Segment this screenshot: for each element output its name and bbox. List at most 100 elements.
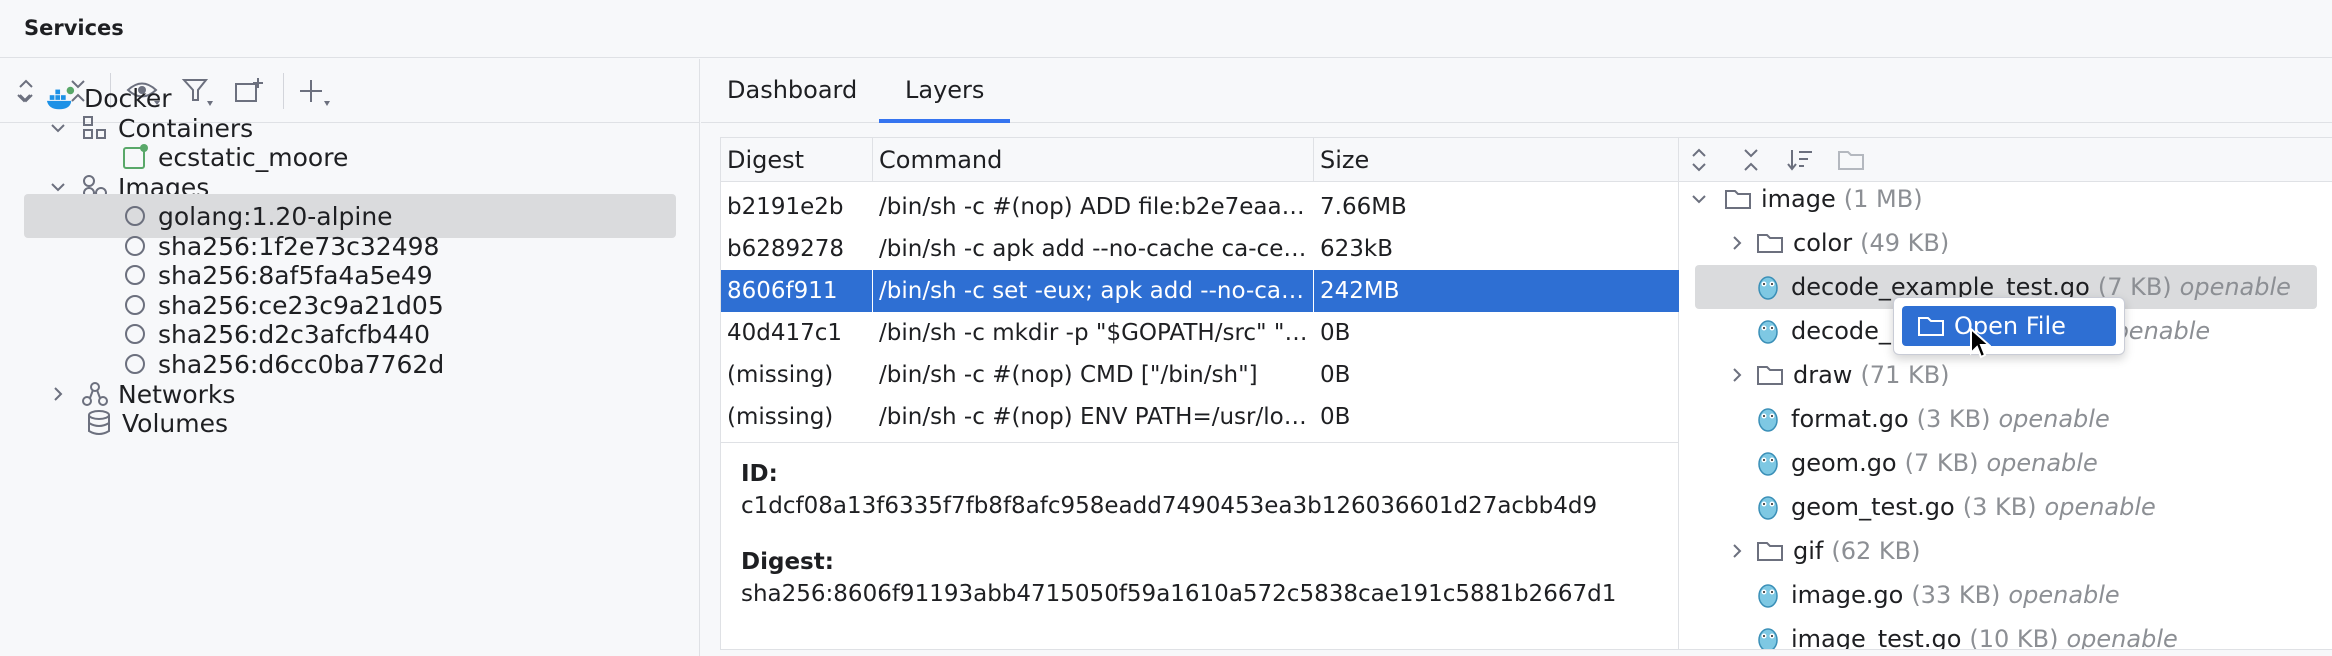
new-group-icon[interactable] xyxy=(229,71,269,111)
chevron-down-icon[interactable] xyxy=(1689,189,1709,209)
tree-label: Volumes xyxy=(122,408,229,438)
cell-size: 623kB xyxy=(1320,236,1393,262)
expand-all-icon[interactable] xyxy=(1679,140,1719,180)
file-item-gif[interactable]: gif (62 KB) xyxy=(1679,529,2332,573)
image-icon xyxy=(120,260,150,290)
file-name: geom_test.go xyxy=(1791,493,1955,521)
folder-icon xyxy=(1755,360,1785,390)
file-openable: openable xyxy=(2179,273,2291,301)
file-openable: openable xyxy=(2066,625,2178,650)
file-item-selected[interactable]: decode_example_test.go (7 KB) openable xyxy=(1695,265,2317,309)
open-file-menu-item[interactable]: Open File xyxy=(1902,306,2116,346)
cell-size: 0B xyxy=(1320,362,1351,388)
tree-item-docker[interactable]: Docker xyxy=(0,76,700,120)
cell-digest: b2191e2b xyxy=(727,194,844,220)
layer-details: ID: c1dcf08a13f6335f7fb8f8afc958eadd7490… xyxy=(721,442,1678,649)
table-row[interactable]: b6289278 /bin/sh -c apk add --no-cache c… xyxy=(721,228,1678,270)
cell-command: /bin/sh -c set -eux; apk add --no-cache … xyxy=(873,270,1314,312)
file-name: gif xyxy=(1793,537,1824,565)
image-icon xyxy=(120,231,150,261)
file-size: (49 KB) xyxy=(1860,229,1950,257)
folder-icon xyxy=(1916,311,1946,341)
file-openable: openable xyxy=(1998,405,2110,433)
file-item-color[interactable]: color (49 KB) xyxy=(1679,221,2332,265)
chevron-right-icon[interactable] xyxy=(48,384,68,404)
chevron-right-icon[interactable] xyxy=(1727,233,1747,253)
filter-icon[interactable] xyxy=(177,71,217,111)
file-item[interactable]: geom.go (7 KB) openable xyxy=(1679,441,2332,485)
chevron-down-icon[interactable] xyxy=(48,177,68,197)
tree-item-image[interactable]: sha256:1f2e73c32498 xyxy=(0,224,700,268)
file-size: (7 KB) xyxy=(2097,273,2172,301)
file-name: format.go xyxy=(1791,405,1909,433)
chevron-down-icon[interactable] xyxy=(48,118,68,138)
sort-icon[interactable] xyxy=(1781,140,1821,180)
cell-digest: (missing) xyxy=(727,404,834,430)
file-item[interactable]: image_test.go (10 KB) openable xyxy=(1679,617,2332,650)
docker-icon xyxy=(46,83,76,113)
column-header-size[interactable]: Size xyxy=(1320,146,1370,174)
collapse-all-icon[interactable] xyxy=(58,71,98,111)
column-header-digest[interactable]: Digest xyxy=(721,138,873,182)
file-item-draw[interactable]: draw (71 KB) xyxy=(1679,353,2332,397)
expand-all-icon[interactable] xyxy=(6,71,46,111)
layers-table: Digest Command Size b2191e2b /bin/sh -c … xyxy=(720,137,1679,650)
tab-dashboard[interactable]: Dashboard xyxy=(727,76,858,104)
chevron-right-icon[interactable] xyxy=(1727,365,1747,385)
file-item[interactable]: image.go (33 KB) openable xyxy=(1679,573,2332,617)
file-item[interactable]: format.go (3 KB) openable xyxy=(1679,397,2332,441)
add-service-icon[interactable] xyxy=(294,71,334,111)
file-name: image_test.go xyxy=(1791,625,1962,650)
file-item-image[interactable]: image (1 MB) xyxy=(1679,177,2332,221)
folder-icon xyxy=(1755,536,1785,566)
tree-item-container[interactable]: ecstatic_moore xyxy=(0,135,700,179)
table-row[interactable]: b2191e2b /bin/sh -c #(nop) ADD file:b2e7… xyxy=(721,186,1678,228)
digest-label: Digest: xyxy=(741,549,834,575)
tree-label: sha256:d6cc0ba7762d xyxy=(158,349,445,379)
tree-item-networks[interactable]: Networks xyxy=(0,372,700,416)
file-name: geom.go xyxy=(1791,449,1897,477)
folder-icon xyxy=(1755,228,1785,258)
image-icon xyxy=(120,290,150,320)
chevron-right-icon[interactable] xyxy=(1727,541,1747,561)
eye-icon[interactable] xyxy=(123,71,163,111)
table-row[interactable]: (missing) /bin/sh -c #(nop) ENV PATH=/us… xyxy=(721,396,1678,438)
column-header-command[interactable]: Command xyxy=(873,138,1314,182)
tree-item-image[interactable]: sha256:8af5fa4a5e49 xyxy=(0,253,700,297)
cell-command: /bin/sh -c apk add --no-cache ca-certifi… xyxy=(879,236,1314,262)
collapse-all-icon[interactable] xyxy=(1731,140,1771,180)
tab-layers[interactable]: Layers xyxy=(879,59,1011,123)
table-row[interactable]: 40d417c1 /bin/sh -c mkdir -p "$GOPATH/sr… xyxy=(721,312,1678,354)
file-item[interactable]: geom_test.go (3 KB) openable xyxy=(1679,485,2332,529)
chevron-down-icon[interactable] xyxy=(14,88,34,108)
file-name: image xyxy=(1761,185,1836,213)
tree-item-image[interactable]: sha256:d2c3afcfb440 xyxy=(0,312,700,356)
tree-label: sha256:8af5fa4a5e49 xyxy=(158,260,433,290)
go-file-icon xyxy=(1753,492,1783,522)
tree-label: ecstatic_moore xyxy=(158,142,349,172)
cell-digest: (missing) xyxy=(727,362,834,388)
table-row[interactable]: (missing) /bin/sh -c #(nop) CMD ["/bin/s… xyxy=(721,354,1678,396)
file-size: (62 KB) xyxy=(1831,537,1921,565)
file-openable: openable xyxy=(2044,493,2156,521)
go-file-icon xyxy=(1753,624,1783,649)
tree-label: golang:1.20-alpine xyxy=(158,201,393,231)
tree-item-image[interactable]: sha256:d6cc0ba7762d xyxy=(0,342,700,386)
go-file-icon xyxy=(1753,448,1783,478)
cell-digest: 8606f911 xyxy=(721,270,873,312)
file-openable: openable xyxy=(1986,449,2098,477)
file-name: decode_example_test.go xyxy=(1791,273,2090,301)
file-openable: openable xyxy=(2008,581,2120,609)
go-file-icon xyxy=(1753,316,1783,346)
folder-icon xyxy=(1831,140,1871,180)
tree-item-image[interactable]: sha256:ce23c9a21d05 xyxy=(0,283,700,327)
table-row-selected[interactable]: 8606f911 /bin/sh -c set -eux; apk add --… xyxy=(721,270,1679,312)
id-value: c1dcf08a13f6335f7fb8f8afc958eadd7490453e… xyxy=(741,493,1598,519)
cell-size: 7.66MB xyxy=(1320,194,1407,220)
tree-item-volumes[interactable]: Volumes xyxy=(0,401,700,445)
cell-command: /bin/sh -c #(nop) CMD ["/bin/sh"] xyxy=(879,362,1258,388)
table-header: Digest Command Size xyxy=(721,138,1678,182)
tree-item-containers[interactable]: Containers xyxy=(0,106,700,150)
tree-item-image[interactable]: golang:1.20-alpine xyxy=(24,194,676,238)
tree-label: sha256:d2c3afcfb440 xyxy=(158,319,431,349)
